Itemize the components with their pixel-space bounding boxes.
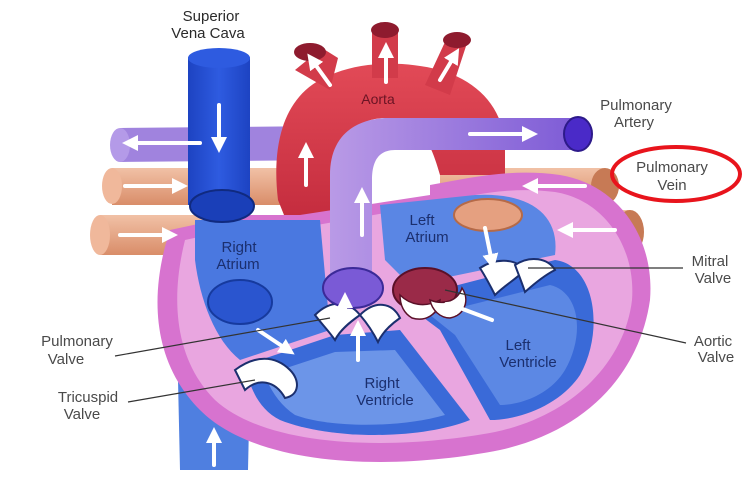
right-ventricle-label-line2: Ventricle [356, 392, 414, 409]
superior-vena-cava-label-line1: Superior [183, 8, 240, 25]
pulmonary-valve-label-line1: Pulmonary [41, 333, 113, 350]
left-ventricle-label-line1: Left [505, 337, 531, 354]
left-atrium-label-line2: Atrium [405, 229, 448, 246]
mitral-valve-label-line2: Valve [695, 270, 731, 287]
aortic-valve-label-line1: Aortic [694, 333, 733, 350]
left-ventricle-label-line2: Ventricle [499, 354, 557, 371]
tricuspid-valve-label-line2: Valve [64, 406, 100, 423]
aortic-valve-label-line2: Valve [698, 349, 734, 366]
tricuspid-valve-label-line1: Tricuspid [58, 389, 118, 406]
left-atrium-label-line1: Left [409, 212, 435, 229]
pulmonary-valve-label-line2: Valve [48, 351, 84, 368]
aorta-label: Aorta [361, 91, 395, 107]
pulmonary-vein-label-line2: Vein [657, 177, 686, 194]
mitral-valve-label-line1: Mitral [692, 253, 729, 270]
right-ventricle-label-line1: Right [364, 375, 400, 392]
superior-vena-cava-label-line2: Vena Cava [171, 25, 245, 42]
right-atrium-label-line2: Atrium [216, 256, 259, 273]
pulmonary-artery-label-line2: Artery [614, 114, 655, 131]
pulmonary-vein-label-line1: Pulmonary [636, 159, 708, 176]
pulmonary-artery-label-line1: Pulmonary [600, 97, 672, 114]
right-atrium-label-line1: Right [221, 239, 257, 256]
